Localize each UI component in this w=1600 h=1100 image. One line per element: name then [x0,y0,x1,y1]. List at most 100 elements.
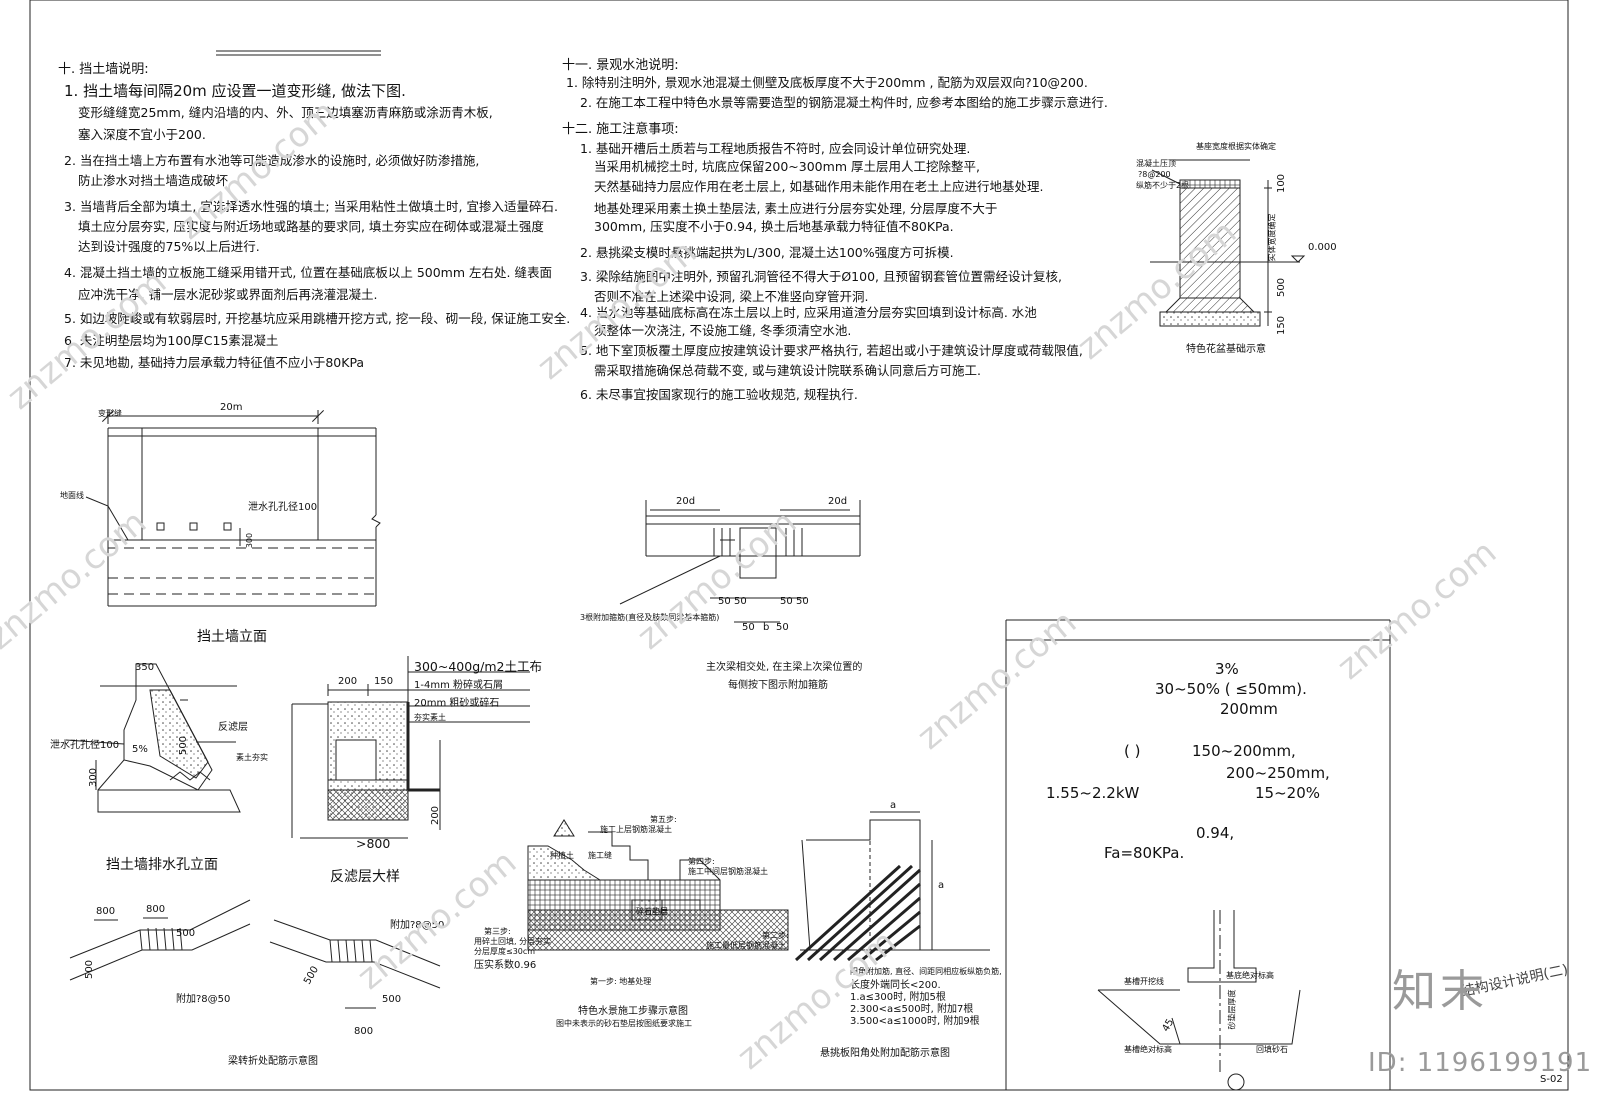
planter-dim-150: 150 [1276,315,1288,336]
pile-label-1: 基槽开挖线 [1124,977,1164,986]
sec11-title: 十一. 景观水池说明: [562,58,679,73]
steps-s4t: 施工中间层钢筋混凝土 [688,867,768,876]
panel-line-7: 0.94, [1196,824,1235,842]
corner-caption: 悬挑板阳角处附加配筋示意图 [820,1048,950,1059]
elevation-span: 20m [220,402,243,413]
bend-d500: 500 [84,959,96,980]
retaining-wall-elevation [85,409,381,607]
panel-line-5: 200~250mm, [1226,764,1330,782]
sheet-number: S-02 [1540,1074,1563,1085]
planter-label-2: ?8@200 [1138,170,1171,179]
beam-caption-1: 主次梁相交处, 在主梁上次梁位置的 [706,662,863,673]
sec12-item: 天然基础持力层应作用在老土层上, 如基础作用未能作用在老土上应进行地基处理. [594,179,1044,194]
sec10-item: 防止渗水对挡土墙造成破坏. [78,173,232,188]
elevation-joint: 变形缝 [98,409,122,418]
corner-note-4: 2.300<a≤500时, 附加7根 [850,1004,974,1015]
beam-d50: 50 [718,596,731,607]
drain-caption: 挡土墙排水孔立面 [106,857,218,873]
sec10-item: 3. 当墙背后全部为填土, 宜选择透水性强的填土; 当采用粘性土做填土时, 宜掺… [64,199,558,214]
corner-a-side: a [938,880,945,891]
beam-d50: 50 [776,622,789,633]
sec10-item: 6. 未注明垫层均为100厚C15素混凝土 [64,333,279,348]
bend-d800: 800 [96,906,116,917]
filter-layer-detail [291,656,530,839]
beam-bend-rebar-drawing [69,899,441,1009]
sec10-item: 5. 如边坡陡峻或有软弱层时, 开挖基坑应采用跳槽开挖方式, 挖一段、砌一段, … [64,311,571,326]
filter-h200: 200 [430,805,442,826]
elevation-caption: 挡土墙立面 [197,629,267,645]
bend-d800: 800 [146,904,166,915]
panel-line-3: 200mm [1220,700,1278,718]
corner-note-5: 3.500<a≤1000时, 附加9根 [850,1016,980,1027]
steps-s4: 第四步: [688,857,715,866]
corner-a-top: a [890,800,897,811]
sec12-item: 5. 地下室顶板覆土厚度应按建筑设计要求严格执行, 若超出或小于建筑设计厚度或荷… [580,343,1083,358]
sec10-item: 7. 未见地勘, 基础持力层承载力特征值不应小于80KPa [64,355,365,370]
sec10-item: 2. 当在挡土墙上方布置有水池等可能造成渗水的设施时, 必须做好防渗措施, [64,153,480,168]
panel-line-6b: 15~20% [1255,784,1320,802]
drain-h300: 300 [88,767,100,788]
corner-note-3: 1.a≤300时, 附加5根 [850,992,946,1003]
steps-s3: 第三步: [484,927,511,936]
steps-s3t3: 压实系数0.96 [474,960,537,971]
beam-intersection-drawing [619,500,861,623]
drain-filter: 反滤层 [218,722,248,733]
sec11-item: 1. 除特别注明外, 景观水池混凝土侧壁及底板厚度不大于200mm , 配筋为双… [566,75,1088,90]
beam-rebar: 3根附加箍筋(直径及肢数同梁基本箍筋) [580,613,720,622]
bend-d800: 800 [354,1026,374,1037]
sec12-item: 需采取措施确保总荷载不变, 或与建筑设计院联系确认同意后方可施工. [594,363,981,378]
beam-20d-b: 20d [828,496,848,507]
drain-hole-elevation [65,663,241,813]
steps-caption: 特色水景施工步骤示意图 [578,1006,688,1017]
sec10-title: 十. 挡土墙说明: [58,62,149,77]
filter-l4: 夯实素土 [414,713,446,722]
filter-w800: >800 [356,836,391,851]
drain-slope: 5% [132,744,148,755]
elevation-ground: 地面线 [60,491,84,500]
watermark-logo: 知末 [1392,966,1488,1017]
steps-step: 施工缝 [588,851,612,860]
planter-caption: 特色花盆基础示意 [1186,344,1266,355]
steps-sub: 图中未表示的砂石垫层按图纸要求施工 [556,1019,692,1028]
filter-l1: 300~400g/m2土工布 [414,659,542,674]
right-panel-drawing [1005,619,1391,1091]
panel-line-2: 30~50% ( ≤50mm). [1155,680,1307,698]
beam-db: b [763,622,770,633]
planter-side-label: 实体宽度确定 [1267,213,1277,262]
steps-gravel: 碎石垫层 [636,907,668,916]
pile-label-3: 基槽绝对标高 [1124,1045,1172,1054]
bend-caption: 梁转折处配筋示意图 [228,1056,318,1067]
sec12-item: 6. 未尽事宜按国家现行的施工验收规范, 规程执行. [580,387,858,402]
sec10-item: 塞入深度不宜小于200. [78,127,206,142]
steps-pit: 种植土 [550,851,574,860]
filter-l3: 20mm 粗砂或碎石 [414,698,500,709]
panel-line-4b: 150~200mm, [1192,742,1296,760]
filter-l2: 1-4mm 粉碎或石屑 [414,680,503,691]
drain-hole: 泄水孔孔径100 [50,740,120,751]
cantilever-corner-rebar-drawing [794,811,990,962]
drain-top: 350 [135,662,155,673]
planter-top-label: 基座宽度根据实体确定 [1196,142,1276,151]
sec10-item: 填土应分层夯实, 压实度与附近场地或路基的要求同, 填土夯实应在砌体或混凝土强度 [78,219,544,234]
sec12-item: 3. 梁除结施图中注明外, 预留孔洞管径不得大于Ø100, 且预留钢套管位置需经… [580,269,1062,284]
pile-label-2: 基底绝对标高 [1226,971,1274,980]
steps-s1: 第一步: 地基处理 [590,977,652,986]
beam-d50: 50 [742,622,755,633]
bend-d500: 500 [382,994,402,1005]
sec10-item: 变形缝缝宽25mm, 缝内沿墙的内、外、顶三边填塞沥青麻筋或涂沥青木板, [78,105,493,120]
sec10-item: 应冲洗干净, 铺一层水泥砂浆或界面剂后再浇灌混凝土. [78,287,378,302]
elevation-dim: 300 [245,532,255,549]
steps-s3t2: 分层厚度≤30cm [474,947,536,956]
bend-d500: 500 [176,928,196,939]
sec10-item: 1. 挡土墙每间隔20m 应设置一道变形缝, 做法下图. [64,82,406,100]
pile-dim: 砂垫层厚度 [1227,989,1237,1030]
filter-d150: 150 [374,676,394,687]
beam-caption-2: 每侧按下图示附加箍筋 [728,680,828,691]
sec12-item: 300mm, 压实度不小于0.94, 换土后地基承载力特征值不80KPa. [594,219,954,234]
corner-note-2: 长度外端同长<200. [850,980,941,991]
steps-s3t1: 用碎土回填, 分层夯实 [474,937,552,946]
steps-s5t: 施工上层钢筋混凝土 [600,825,672,834]
planter-level: 0.000 [1308,242,1337,253]
